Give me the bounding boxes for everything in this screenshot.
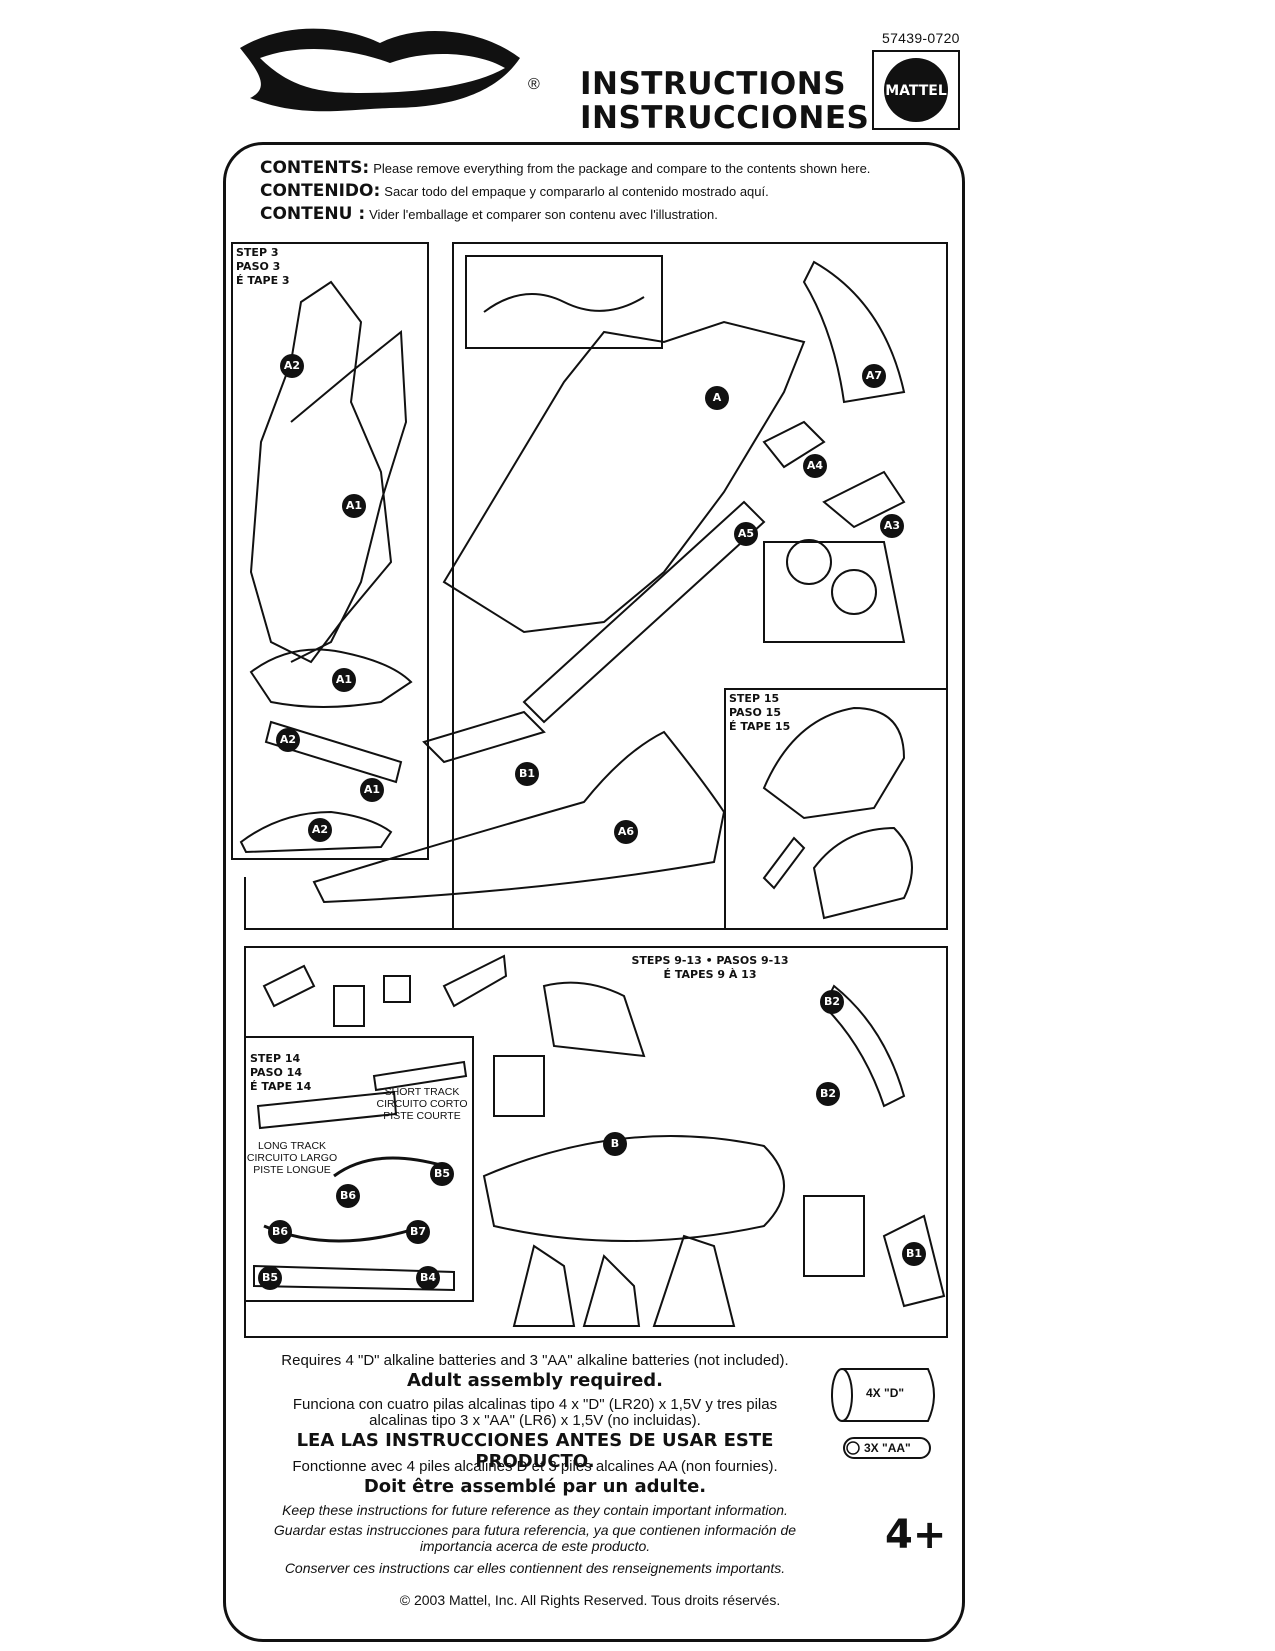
- keep-fr: Conserver ces instructions car elles con…: [284, 1560, 786, 1576]
- d-battery-icon: 4X "D": [830, 1366, 942, 1424]
- badge-a1: A1: [360, 778, 384, 802]
- copyright: © 2003 Mattel, Inc. All Rights Reserved.…: [399, 1592, 781, 1608]
- mattel-logo: MATTEL: [872, 50, 960, 130]
- part-number: 57439-0720: [882, 30, 960, 46]
- batteries-es-line1: Funciona con cuatro pilas alcalinas tipo…: [292, 1396, 778, 1413]
- badge-a6: A6: [614, 820, 638, 844]
- badge-b: B: [603, 1132, 627, 1156]
- badge-a1: A1: [342, 494, 366, 518]
- badge-a1: A1: [332, 668, 356, 692]
- badge-a: A: [705, 386, 729, 410]
- step3-illustration: [239, 280, 413, 854]
- badge-b4: B4: [416, 1266, 440, 1290]
- a6-panel-extension: [244, 877, 724, 930]
- step3-panel: [231, 242, 429, 860]
- step15-panel: [724, 688, 948, 930]
- aa-battery-icon: 3X "AA": [842, 1436, 934, 1460]
- badge-b2: B2: [820, 990, 844, 1014]
- step15-illustration: [762, 706, 913, 920]
- badge-b6: B6: [336, 1184, 360, 1208]
- badge-b2: B2: [816, 1082, 840, 1106]
- title-instrucciones: INSTRUCCIONES: [580, 100, 870, 136]
- main-parts-illustration: [312, 255, 906, 904]
- badge-b6: B6: [268, 1220, 292, 1244]
- keep-es-line2: importancia acerca de este producto.: [419, 1538, 651, 1554]
- contents-fr: CONTENU :Vider l'emballage et comparer s…: [260, 204, 718, 224]
- adult-assembly-fr: Doit être assemblé par un adulte.: [363, 1476, 707, 1497]
- badge-b1: B1: [515, 762, 539, 786]
- badge-a7: A7: [862, 364, 886, 388]
- badge-b1: B1: [902, 1242, 926, 1266]
- badge-a3: A3: [880, 514, 904, 538]
- registered-mark: ®: [528, 76, 540, 93]
- contents-en: CONTENTS:Please remove everything from t…: [260, 158, 871, 178]
- contents-es: CONTENIDO:Sacar todo del empaque y compa…: [260, 181, 769, 201]
- badge-a2: A2: [280, 354, 304, 378]
- contents-frame: [223, 142, 965, 1642]
- badge-a2: A2: [276, 728, 300, 752]
- age-rating: 4+: [885, 1512, 947, 1558]
- keep-en: Keep these instructions for future refer…: [282, 1502, 788, 1518]
- d-battery-label: 4X "D": [866, 1386, 905, 1400]
- badge-a5: A5: [734, 522, 758, 546]
- badge-b7: B7: [406, 1220, 430, 1244]
- batteries-fr: Fonctionne avec 4 piles alcalines D et 3…: [292, 1458, 778, 1475]
- read-instructions-es: LEA LAS INSTRUCCIONES ANTES DE USAR ESTE…: [296, 1430, 774, 1472]
- batteries-en: Requires 4 "D" alkaline batteries and 3 …: [281, 1352, 789, 1369]
- keep-es-line1: Guardar estas instrucciones para futura …: [273, 1522, 797, 1538]
- adult-assembly-en: Adult assembly required.: [406, 1370, 664, 1391]
- badge-b5: B5: [430, 1162, 454, 1186]
- badge-a2: A2: [308, 818, 332, 842]
- svg-text:MATTEL: MATTEL: [885, 83, 947, 99]
- batteries-es-line2: alcalinas tipo 3 x "AA" (LR6) x 1,5V (no…: [369, 1412, 701, 1429]
- badge-b5: B5: [258, 1266, 282, 1290]
- aa-battery-label: 3X "AA": [864, 1441, 911, 1455]
- title-instructions: INSTRUCTIONS: [580, 66, 847, 102]
- badge-a4: A4: [803, 454, 827, 478]
- hot-wheels-logo: [230, 18, 530, 128]
